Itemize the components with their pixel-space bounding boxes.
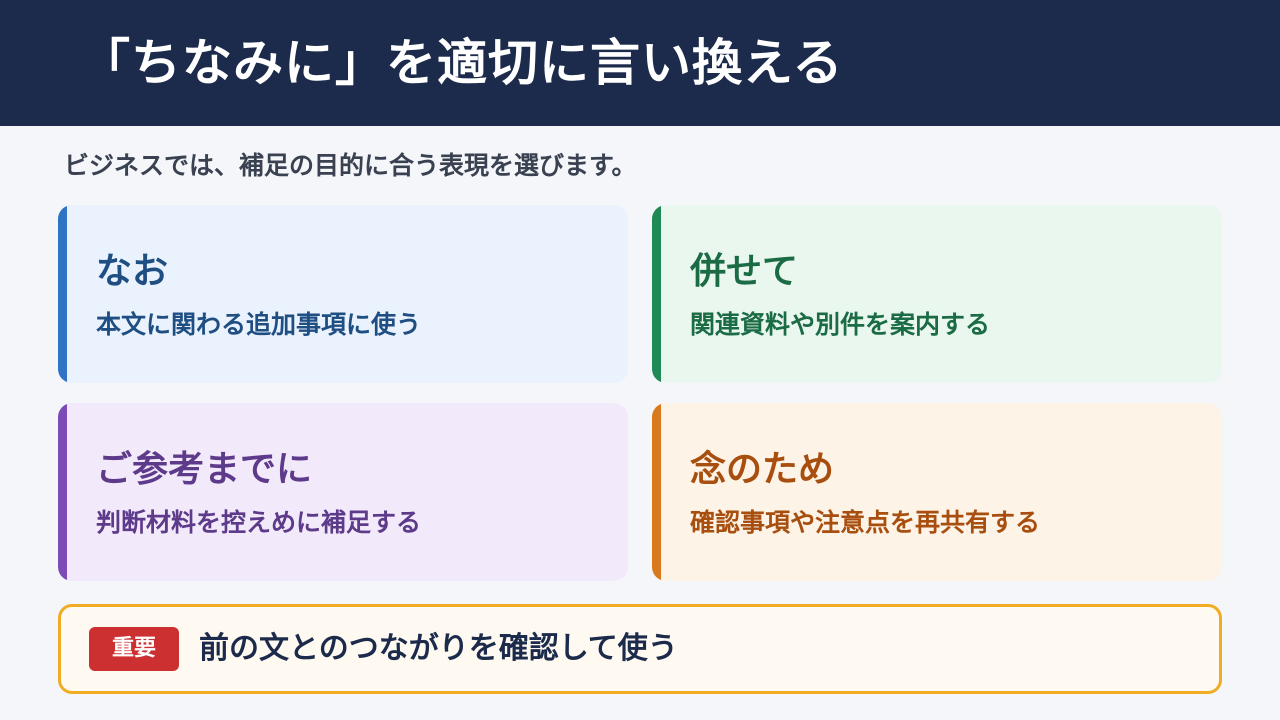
important-note-text: 前の文とのつながりを確認して使う: [199, 631, 678, 666]
card-term: なお: [96, 251, 169, 292]
header-bar: 「ちなみに」を適切に言い換える: [0, 0, 1280, 126]
card-nao: なお 本文に関わる追加事項に使う: [58, 205, 628, 383]
card-description: 判断材料を控えめに補足する: [96, 508, 422, 537]
important-badge: 重要: [89, 627, 179, 671]
card-description: 関連資料や別件を案内する: [690, 310, 991, 339]
card-term: 念のため: [690, 449, 835, 490]
card-term: ご参考までに: [96, 449, 313, 490]
card-gosankou-made-ni: ご参考までに 判断材料を控えめに補足する: [58, 403, 628, 581]
card-description: 確認事項や注意点を再共有する: [690, 508, 1041, 537]
card-nen-no-tame: 念のため 確認事項や注意点を再共有する: [652, 403, 1222, 581]
intro-text: ビジネスでは、補足の目的に合う表現を選びます。: [64, 151, 637, 180]
page-title: 「ちなみに」を適切に言い換える: [80, 34, 844, 92]
card-awasete: 併せて 関連資料や別件を案内する: [652, 205, 1222, 383]
card-term: 併せて: [690, 251, 799, 292]
card-description: 本文に関わる追加事項に使う: [96, 310, 422, 339]
important-note: 重要 前の文とのつながりを確認して使う: [58, 604, 1222, 694]
